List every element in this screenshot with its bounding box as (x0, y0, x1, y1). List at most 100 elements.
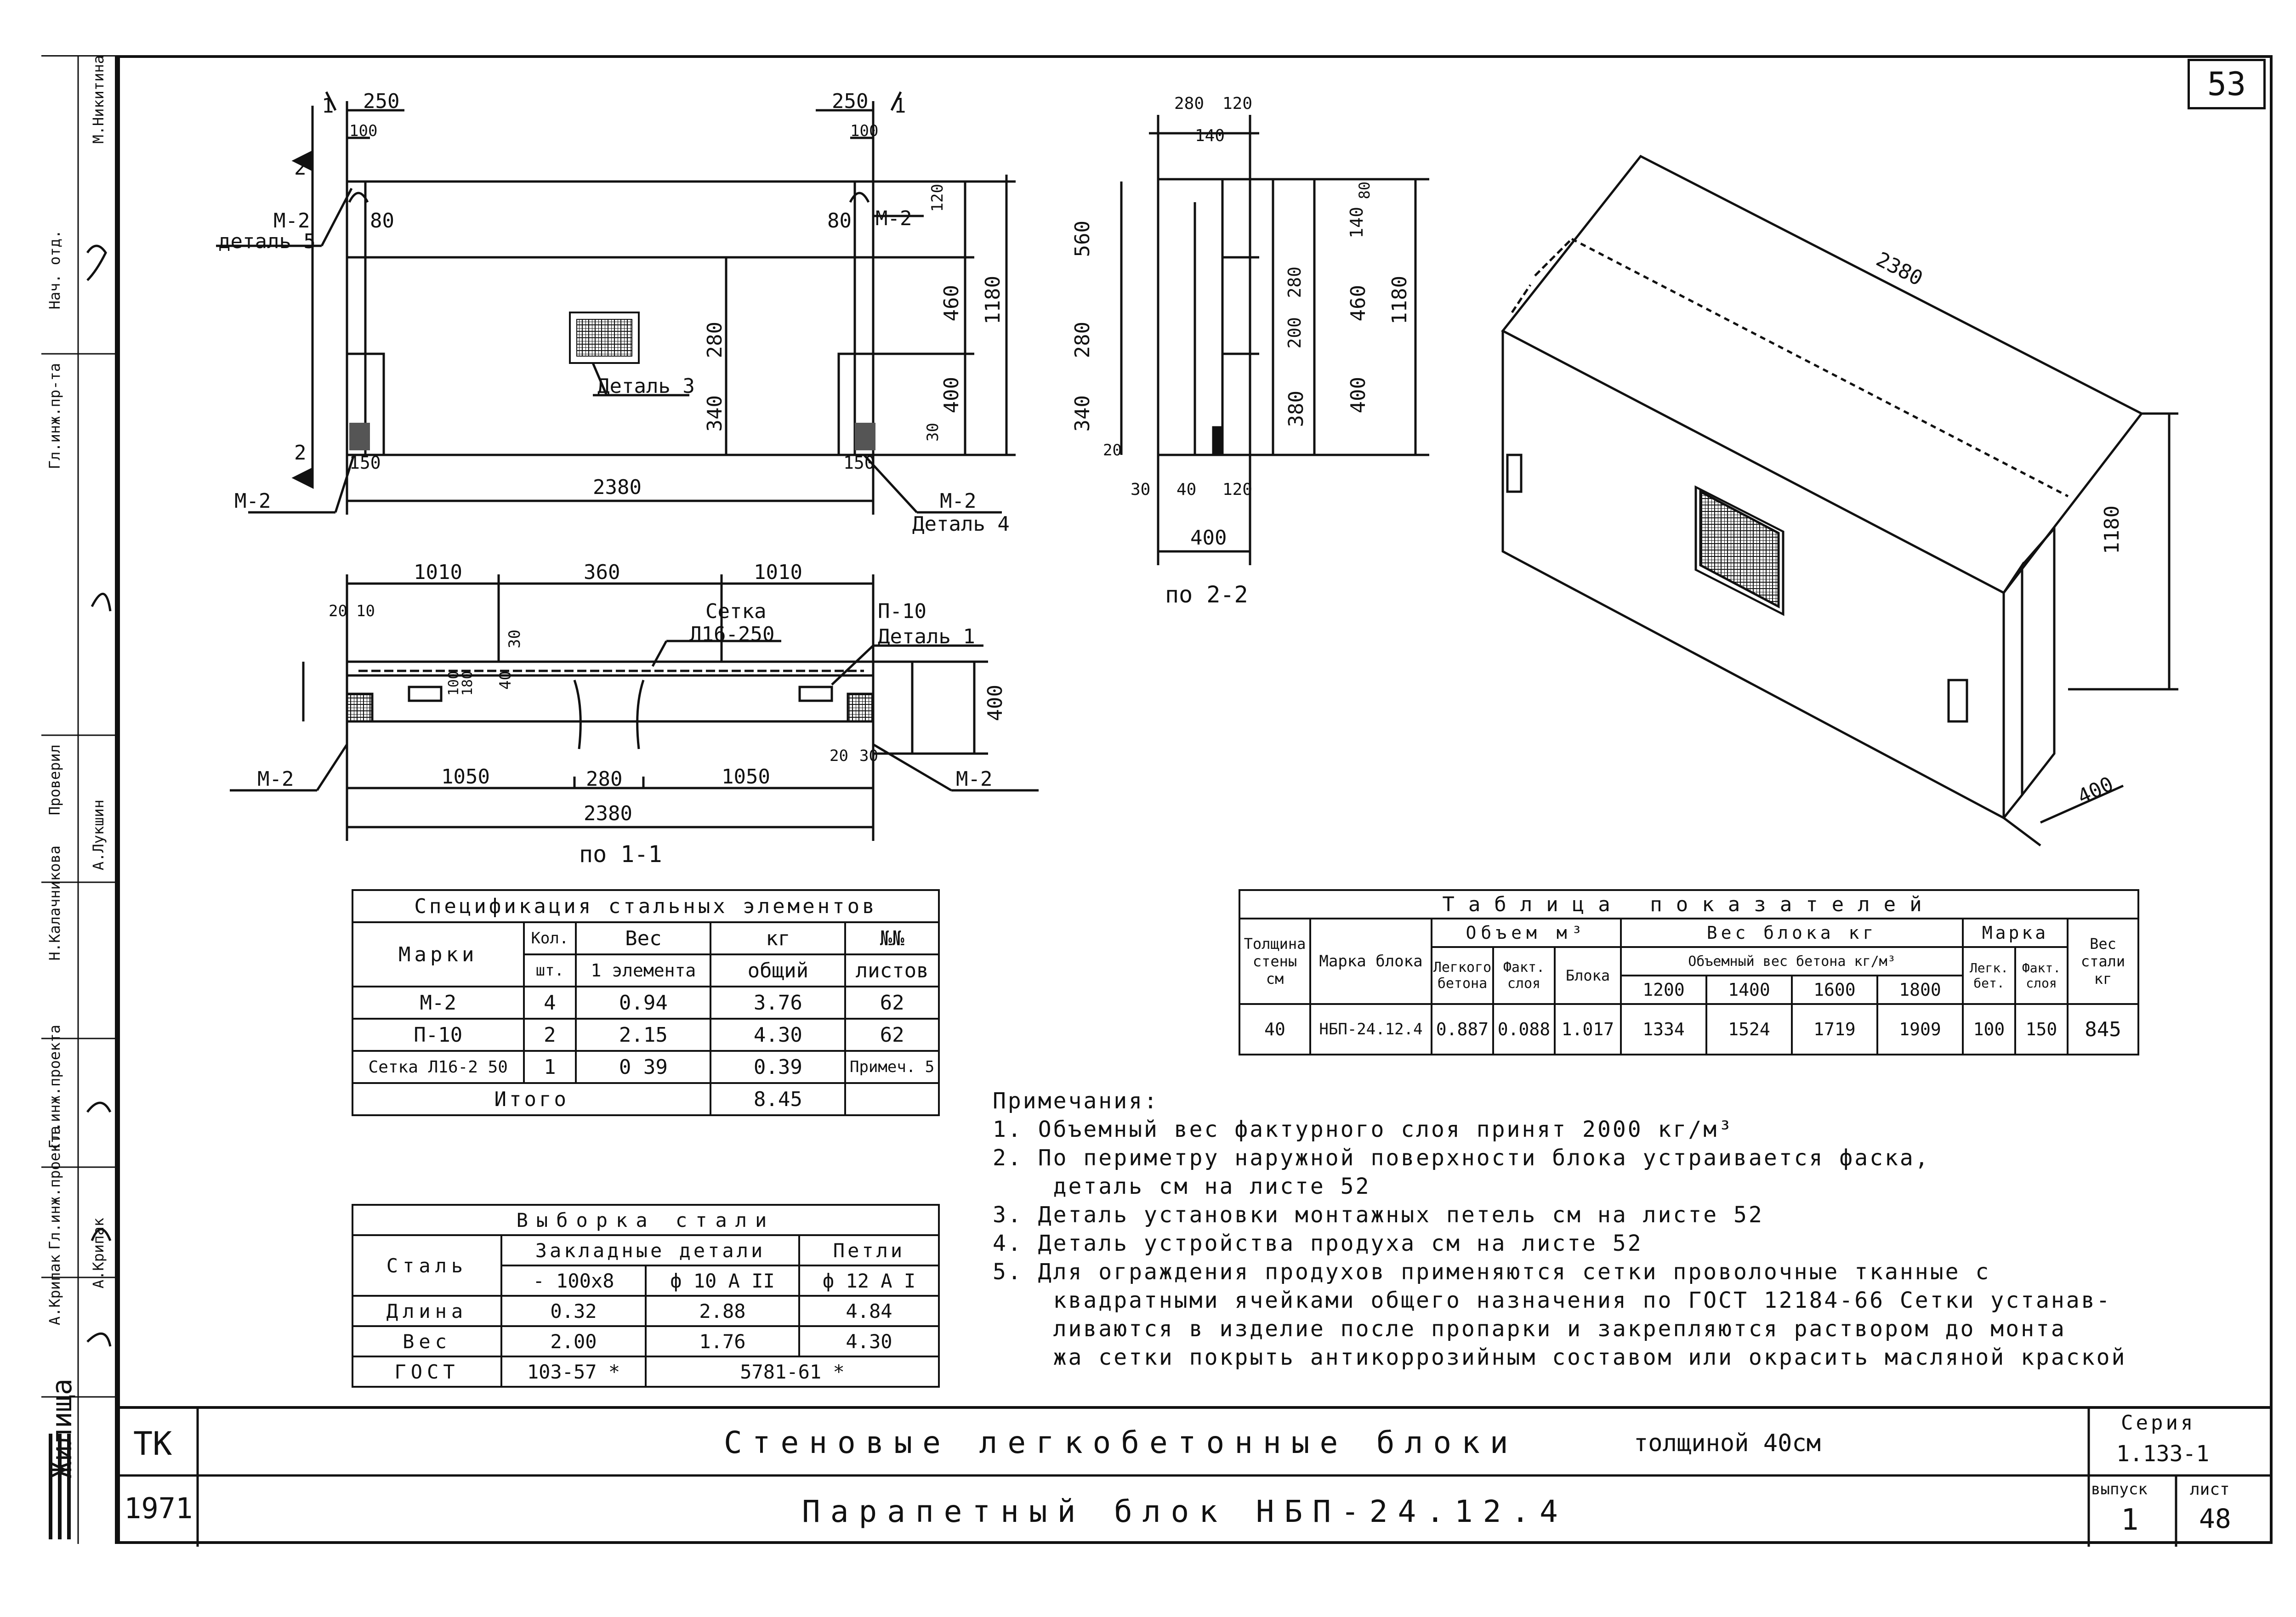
dim-label: 2380 (584, 802, 632, 825)
isometric-view (1501, 154, 2178, 846)
table-row-total: Итого 8.45 (351, 1082, 940, 1116)
section-2-2 (1120, 115, 1429, 565)
dim-label: 2380 (593, 476, 642, 499)
col-header: Блока (1554, 946, 1622, 1005)
dim-label: 1180 (1388, 276, 1411, 324)
cell: 0.39 (710, 1050, 847, 1084)
facade-view (216, 91, 1016, 515)
dim-label: 20 (1103, 441, 1122, 460)
col-header: Кол. (523, 921, 577, 955)
col-header: общий (710, 953, 847, 987)
table-row: М-2 4 0.94 3.76 62 (352, 986, 940, 1020)
cell (844, 1082, 940, 1116)
note-line: ливаются в изделие после пропарки и закр… (993, 1316, 2066, 1342)
notes-block: Примечания:1. Объемный вес фактурного сл… (993, 1087, 2126, 1372)
cut-mark: 1 (894, 94, 906, 118)
col-header: Факт. слоя (1492, 946, 1556, 1005)
dim-label: 30 (924, 423, 942, 442)
table-title: Таблица показателей (1239, 889, 2139, 919)
col-header: 1400 (1705, 975, 1793, 1005)
dim-label: 80 (827, 209, 852, 233)
side-stamp-lines (41, 55, 119, 1544)
cell: 150 (2014, 1003, 2069, 1055)
dim-label: 180 (460, 671, 476, 696)
sheet-value: 48 (2199, 1503, 2231, 1534)
cell: 2.88 (645, 1295, 800, 1327)
dim-label: 140 (1195, 126, 1225, 145)
dim-label: 280 (1174, 94, 1205, 113)
cell: 103-57 * (500, 1356, 647, 1388)
title-block-lines (117, 1409, 2273, 1547)
series-value: 1.133-1 (2116, 1441, 2210, 1467)
cell: 3.76 (710, 986, 847, 1020)
cell: 4 (523, 986, 577, 1020)
label-setka: Сетка (705, 600, 767, 623)
table-title: Выборка стали (352, 1204, 940, 1236)
col-header: Объемный вес бетона кг/м³ (1620, 946, 1964, 976)
label-m2: М-2 (956, 767, 993, 791)
col-header: Вес блока кг (1620, 918, 1964, 948)
cell: 0.088 (1492, 1003, 1556, 1055)
dim-label: 20 (830, 747, 848, 765)
col-header: Марка блока (1309, 918, 1432, 1005)
dim-label: 1050 (441, 765, 490, 789)
col-header: 1200 (1620, 975, 1707, 1005)
title-line-2: Парапетный блок НБП-24.12.4 (802, 1494, 1568, 1529)
label-detail: Деталь 1 (878, 625, 975, 648)
col-header: Вес (575, 921, 712, 955)
note-line: 5. Для ограждения продухов применяются с… (993, 1259, 1991, 1285)
section-caption: по 2-2 (1165, 581, 1248, 608)
label-p10: П-10 (878, 600, 926, 623)
cell: 2.00 (500, 1325, 647, 1357)
cell: 0 39 (575, 1050, 712, 1084)
dim-label: 340 (1071, 395, 1094, 432)
dim-label: 100 (850, 122, 879, 140)
col-header: Вес стали кг (2067, 918, 2139, 1005)
dim-label: 30 (506, 630, 524, 648)
cell: ГОСТ (352, 1356, 502, 1388)
dim-label: 100 (349, 122, 378, 140)
dim-label: 400 (1347, 377, 1370, 414)
label-m2: М-2 (875, 207, 912, 230)
cell: 845 (2067, 1003, 2139, 1055)
cell: 8.45 (710, 1082, 847, 1116)
dim-label: 400 (940, 377, 963, 414)
label-detail: Деталь 3 (597, 374, 695, 398)
dim-label: 20 (329, 602, 347, 620)
cell: 0.887 (1431, 1003, 1494, 1055)
dim-label: 140 (1347, 207, 1367, 238)
col-header: Закладные детали (500, 1234, 800, 1266)
col-header: Марка (1962, 918, 2069, 948)
table-row: Сетка Л16-2 50 1 0 39 0.39 Примеч. 5 (352, 1050, 940, 1084)
note-line: 4. Деталь устройства продуха см на листе… (993, 1231, 1643, 1256)
cell: Сетка Л16-2 50 (352, 1050, 525, 1084)
dim-label: 30 (859, 747, 878, 765)
table-title: Спецификация стальных элементов (352, 889, 940, 923)
dim-label: 280 (703, 322, 727, 358)
col-header: шт. (523, 953, 577, 987)
col-header: кг (710, 921, 847, 955)
dim-label: 250 (363, 90, 400, 113)
cell: 1.017 (1554, 1003, 1622, 1055)
note-line: жа сетки покрыть антикоррозийным составо… (993, 1345, 2127, 1370)
dim-label: 80 (1356, 182, 1373, 199)
col-header: 1800 (1876, 975, 1964, 1005)
col-header: ф 10 А II (645, 1265, 800, 1297)
col-header: №№ (844, 921, 940, 955)
side-stamp (41, 55, 117, 1544)
col-header: Петли (798, 1234, 940, 1266)
tk-label: ТК (133, 1425, 172, 1463)
cut-mark: 1 (322, 94, 334, 118)
year-label: 1971 (124, 1492, 193, 1525)
table-row: Длина 0.32 2.88 4.84 (352, 1295, 940, 1327)
dim-label: 400 (1190, 526, 1227, 550)
cell: Вес (352, 1325, 502, 1357)
facade-outline (346, 180, 875, 456)
col-header: Сталь (352, 1234, 502, 1297)
dim-label: 380 (1284, 391, 1308, 427)
cell: 1909 (1876, 1003, 1964, 1055)
dim-label: 460 (940, 285, 963, 322)
label-m2: М-2 (273, 209, 310, 233)
steel-selection-table: Выборка стали Сталь Закладные детали Пет… (352, 1204, 940, 1388)
cell: Длина (352, 1295, 502, 1327)
